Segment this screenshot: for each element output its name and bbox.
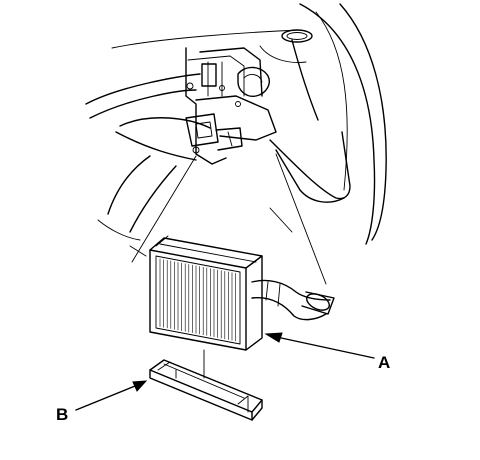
- callout-a-arrow: [271, 335, 375, 359]
- hvac-housing: [185, 47, 277, 165]
- removal-guide-lines: [131, 153, 327, 285]
- heater-core-fins: [159, 258, 236, 342]
- callout-a-label: A: [378, 353, 390, 372]
- heater-core: [149, 235, 335, 351]
- heater-core-cover: [149, 349, 263, 421]
- callout-b-arrow: [75, 383, 141, 411]
- callout-a-arrowhead: [264, 332, 283, 343]
- dashboard-outline: [85, 3, 387, 257]
- callout-b: B: [56, 380, 148, 424]
- callout-b-label: B: [56, 405, 68, 424]
- callout-a: A: [264, 332, 390, 372]
- callout-b-arrowhead: [132, 380, 148, 392]
